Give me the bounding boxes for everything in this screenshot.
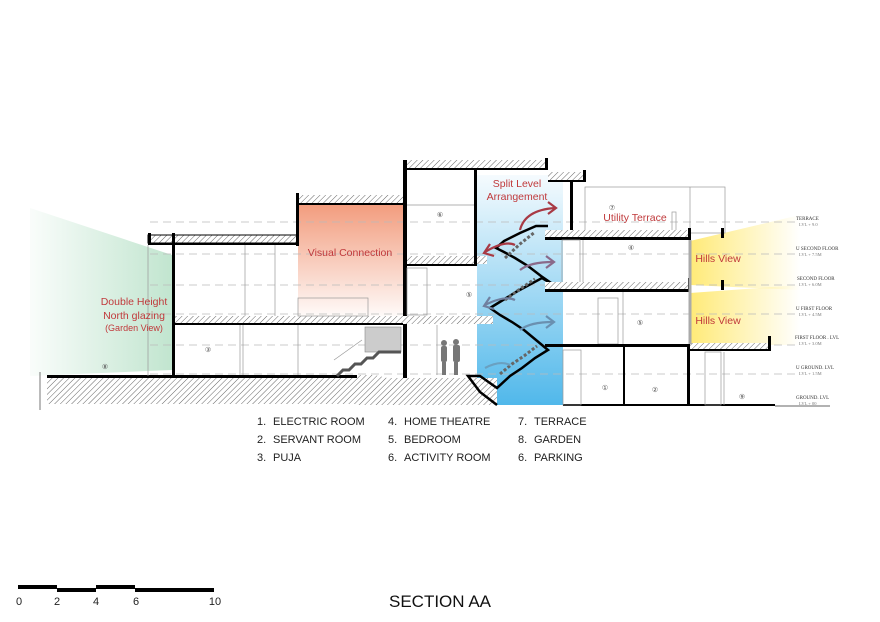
legend-label: BEDROOM <box>404 434 461 446</box>
room-tag-7: ⑦ <box>609 204 615 212</box>
legend-number: 8. <box>518 434 527 446</box>
scale-label: 0 <box>16 596 22 608</box>
level-value: LVL + 4.5M <box>799 312 822 317</box>
level-value: LVL + 1.5M <box>799 371 822 376</box>
level-value: LVL + 7.5M <box>799 252 822 257</box>
legend-number: 6. <box>388 452 397 464</box>
split-level-label: Split Level <box>493 178 541 190</box>
legend-label: GARDEN <box>534 434 581 446</box>
visual-connection-label: Visual Connection <box>308 247 393 259</box>
room-tag-5-upper: ⑤ <box>466 291 472 299</box>
legend-label: ACTIVITY ROOM <box>404 452 491 464</box>
legend-label: PUJA <box>273 452 302 464</box>
garden-view-label: (Garden View) <box>105 323 163 333</box>
scale-label: 4 <box>93 596 99 608</box>
north-glazing-label: North glazing <box>103 310 165 322</box>
room-tag-4: ④ <box>628 244 634 252</box>
hills-view-lower-label: Hills View <box>695 315 741 327</box>
room-legend: 1. ELECTRIC ROOM 2. SERVANT ROOM 3. PUJA 4.… <box>257 416 587 464</box>
legend-label: SERVANT ROOM <box>273 434 361 446</box>
level-value: LVL + 3.0M <box>799 341 822 346</box>
scale-label: 2 <box>54 596 60 608</box>
legend-label: ELECTRIC ROOM <box>273 416 365 428</box>
legend-label: HOME THEATRE <box>404 416 490 428</box>
level-value: LVL + 9.0 <box>799 222 818 227</box>
room-tag-1: ① <box>602 384 608 392</box>
visual-connection-glow <box>298 203 403 316</box>
garden-view-glow <box>30 208 172 376</box>
level-name: U SECOND FLOOR <box>796 247 839 252</box>
legend-number: 6. <box>518 452 527 464</box>
drawing-title: SECTION AA <box>389 592 492 611</box>
legend-label: TERRACE <box>534 416 587 428</box>
legend-number: 1. <box>257 416 266 428</box>
room-tag-6: ⑥ <box>437 211 443 219</box>
stair-base-ground <box>357 375 497 405</box>
room-tag-2: ② <box>652 386 658 394</box>
view-arrows <box>482 201 558 369</box>
hills-view-glow-upper <box>690 215 800 290</box>
stair-flights <box>465 224 555 406</box>
legend-number: 4. <box>388 416 397 428</box>
scale-label: 10 <box>209 596 221 608</box>
level-name: TERRACE <box>796 217 819 222</box>
room-tag-9: ⑨ <box>739 393 745 401</box>
level-value: LVL + 6.0M <box>799 282 822 287</box>
room-tag-5-lower: ⑤ <box>637 319 643 327</box>
room-tag-8: ⑧ <box>102 363 108 371</box>
hills-view-glow-lower <box>690 285 800 345</box>
double-height-label: Double Height <box>101 296 168 308</box>
legend-number: 3. <box>257 452 266 464</box>
arrangement-label: Arrangement <box>487 191 548 203</box>
legend-number: 5. <box>388 434 397 446</box>
legend-number: 7. <box>518 416 527 428</box>
level-name: U FIRST FLOOR <box>796 307 833 312</box>
hills-view-upper-label: Hills View <box>695 253 741 265</box>
legend-number: 2. <box>257 434 266 446</box>
level-name: GROUND. LVL <box>796 396 829 401</box>
room-tag-3: ③ <box>205 346 211 354</box>
utility-terrace-label: Utility Terrace <box>603 212 667 224</box>
level-name: FIRST FLOOR . LVL <box>795 336 839 341</box>
level-name: SECOND FLOOR <box>797 277 835 282</box>
people-silhouettes <box>441 339 460 375</box>
level-value: LVL + 00 <box>799 401 817 406</box>
scale-label: 6 <box>133 596 139 608</box>
legend-label: PARKING <box>534 452 583 464</box>
scale-bar: 0 2 4 6 10 <box>16 585 221 608</box>
level-name: U GROUND. LVL <box>796 366 834 371</box>
